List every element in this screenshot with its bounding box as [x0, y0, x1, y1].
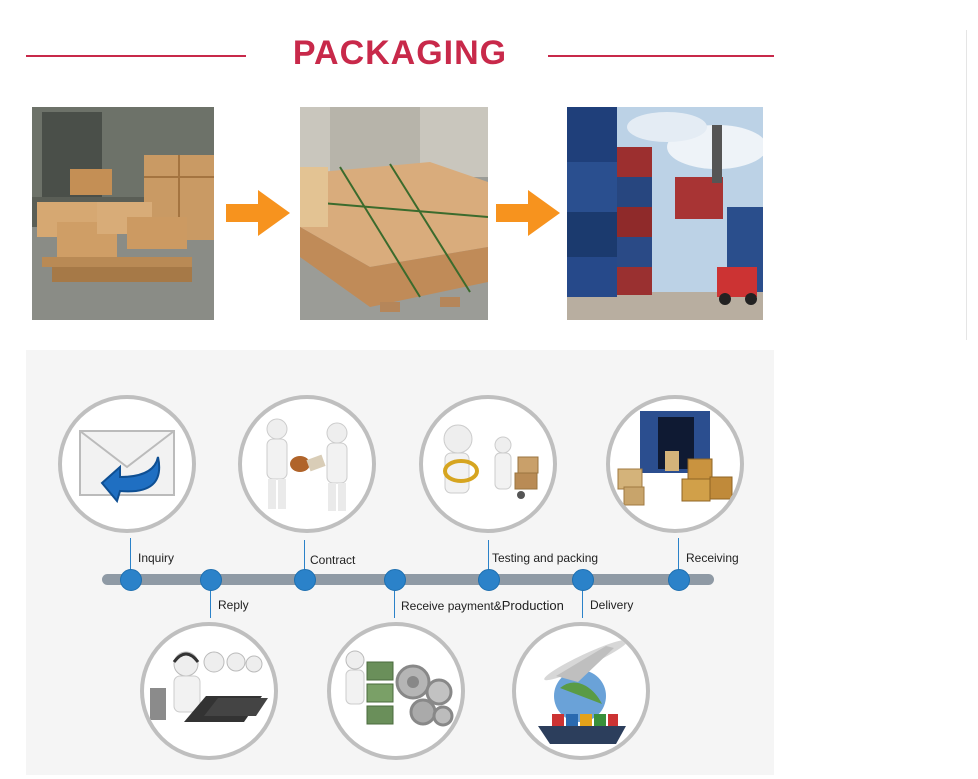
timeline-dot: [294, 569, 316, 591]
delivery-plane-ship-icon: [512, 622, 650, 760]
production-money-gears-icon: [327, 622, 465, 760]
arrow-right-icon: [496, 190, 560, 236]
stem-testing: [488, 540, 489, 574]
step-label-reply: Reply: [218, 598, 249, 612]
step-label-inquiry: Inquiry: [138, 551, 175, 565]
stem-reply: [210, 585, 211, 618]
stem-payment: [394, 585, 395, 618]
timeline-dot: [572, 569, 594, 591]
process-timeline: [102, 574, 714, 585]
inquiry-envelope-icon: [58, 395, 196, 533]
shipping-container-photo: [567, 107, 763, 320]
contract-handshake-icon: [238, 395, 376, 533]
timeline-dot: [200, 569, 222, 591]
receiving-warehouse-icon: [606, 395, 744, 533]
crates-on-pallets-photo: [300, 107, 488, 320]
step-label-delivery: Delivery: [590, 598, 634, 612]
timeline-dot: [120, 569, 142, 591]
timeline-dot: [384, 569, 406, 591]
step-label-contract: Contract: [310, 553, 356, 567]
testing-magnifier-icon: [419, 395, 557, 533]
stem-contract: [304, 540, 305, 574]
timeline-dot: [478, 569, 500, 591]
step-label-receiving: Receiving: [686, 551, 739, 565]
stem-inquiry: [130, 538, 131, 574]
stem-delivery: [582, 585, 583, 618]
header-line-right: [548, 55, 774, 57]
arrow-right-icon: [226, 190, 290, 236]
timeline-dot: [668, 569, 690, 591]
step-label-testing-packing: Testing and packing: [492, 551, 599, 565]
step-label-receive-payment: Receive payment&Production: [401, 598, 564, 613]
stem-receiving: [678, 538, 679, 574]
reply-headset-operators-icon: [140, 622, 278, 760]
header-line-left: [26, 55, 246, 57]
warehouse-crates-photo: [32, 107, 214, 320]
divider: [966, 30, 967, 340]
page-title: PACKAGING: [292, 34, 508, 72]
